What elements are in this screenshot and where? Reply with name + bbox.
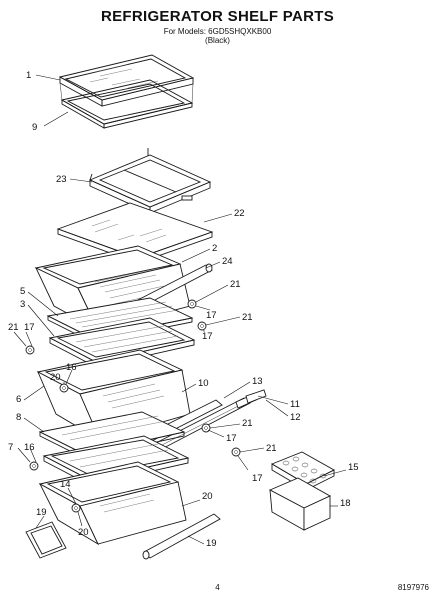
egg-bin xyxy=(268,477,331,531)
rail-clip-parts xyxy=(235,389,267,409)
callout-11: 11 xyxy=(290,399,300,410)
callout-21-d: 21 xyxy=(242,418,253,429)
callout-21-a: 21 xyxy=(230,279,241,290)
callout-22: 22 xyxy=(234,208,245,219)
callout-2: 2 xyxy=(212,243,217,254)
callout-16-b: 14 xyxy=(60,479,71,490)
callout-5: 5 xyxy=(20,286,25,297)
callout-7: 15 xyxy=(348,462,359,473)
callout-14: 20 xyxy=(202,491,213,502)
crisper-shelf-frame xyxy=(46,297,194,343)
leader-lines xyxy=(13,74,347,545)
callout-labels: 1 9 23 22 2 24 5 3 21 17 21 17 21 17 6 1… xyxy=(8,70,359,549)
callout-13: 13 xyxy=(252,376,263,387)
drawer-slide-rail-lower xyxy=(142,513,221,560)
glass-shelf-assembly-top xyxy=(58,54,195,129)
callout-17-d: 17 xyxy=(226,433,237,444)
callout-12: 12 xyxy=(290,412,301,423)
callout-15: 18 xyxy=(340,498,351,509)
crisper-cover-frame xyxy=(88,148,212,214)
callout-23: 23 xyxy=(56,174,67,185)
callout-10: 10 xyxy=(198,378,209,389)
callout-20-b: 20 xyxy=(78,527,89,538)
document-number: 8197976 xyxy=(397,583,429,592)
color-line: (Black) xyxy=(205,36,230,45)
page-number: 4 xyxy=(215,583,220,592)
callout-16-a: 16 xyxy=(66,362,77,373)
roller-hardware xyxy=(25,299,241,513)
callout-3: 3 xyxy=(20,299,25,310)
callout-18: 19 xyxy=(36,507,47,518)
models-line: For Models: 6GD5SHQXKB00 xyxy=(163,27,272,36)
callout-17-b: 17 xyxy=(202,331,213,342)
callout-17-c: 17 xyxy=(24,322,35,333)
callout-17-a: 17 xyxy=(206,310,217,321)
callout-6: 6 xyxy=(16,394,21,405)
callout-21-b: 21 xyxy=(242,312,253,323)
callout-21-e: 21 xyxy=(266,443,277,454)
callout-8: 8 xyxy=(16,412,21,423)
callout-24: 24 xyxy=(222,256,233,267)
callout-21-f: 7 xyxy=(8,442,13,453)
label-plate xyxy=(25,521,67,559)
callout-20-a: 20 xyxy=(50,372,61,383)
callout-17-f: 16 xyxy=(24,442,35,453)
callout-17-e: 17 xyxy=(252,473,263,484)
callout-9: 9 xyxy=(32,122,37,133)
callout-1: 1 xyxy=(26,70,31,81)
bottom-crisper-pan xyxy=(38,461,187,546)
callout-21-c: 21 xyxy=(8,322,19,333)
page-title: REFRIGERATOR SHELF PARTS xyxy=(100,8,335,25)
callout-19: 19 xyxy=(206,538,217,549)
